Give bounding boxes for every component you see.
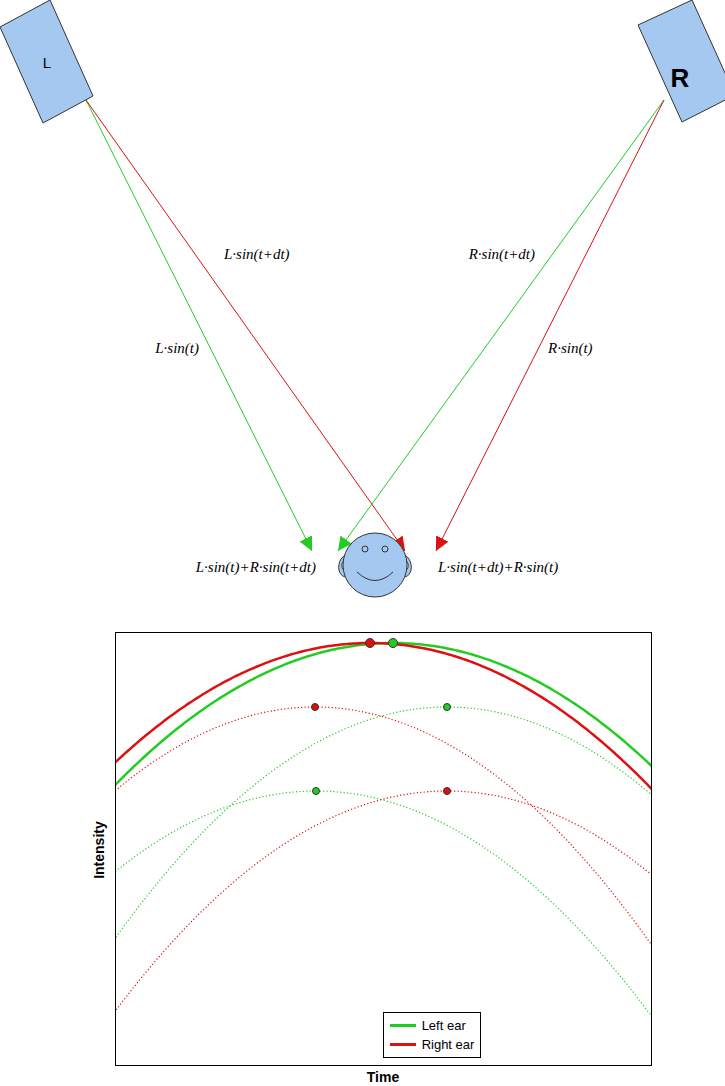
signal-label: L·sin(t+dt) <box>222 246 292 263</box>
signal-rays <box>86 100 664 551</box>
peak-dot <box>313 788 320 795</box>
chart-legend: Left earRight ear <box>383 1012 482 1058</box>
ear-sum-label: L·sin(t)+R·sin(t+dt) <box>194 559 318 576</box>
legend-row: Right ear <box>390 1035 475 1054</box>
peak-dot <box>312 704 319 711</box>
intensity-curve <box>116 707 651 946</box>
speaker-outline <box>635 0 725 124</box>
speaker-box: L <box>0 0 95 124</box>
legend-text: Left ear <box>422 1018 466 1033</box>
ear-sum-label: L·sin(t+dt)+R·sin(t) <box>436 559 560 576</box>
legend-row: Left ear <box>390 1016 475 1035</box>
peak-markers <box>312 639 451 795</box>
speaker-box: R <box>635 0 725 124</box>
intensity-curve <box>116 791 651 1026</box>
signal-label: L·sin(t) <box>153 340 201 357</box>
legend-text: Right ear <box>422 1037 475 1052</box>
intensity-curves <box>116 643 651 1026</box>
speaker-label: L <box>43 55 51 70</box>
legend-swatch <box>390 1024 416 1027</box>
peak-dot <box>366 639 375 648</box>
intensity-curve <box>116 643 651 797</box>
signal-label: R·sin(t+dt) <box>467 246 537 263</box>
peak-dot <box>389 639 398 648</box>
legend-swatch <box>390 1043 416 1046</box>
intensity-curve <box>116 707 651 956</box>
axis-label: Intensity <box>91 821 107 879</box>
peak-dot <box>444 788 451 795</box>
signal-label: R·sin(t) <box>546 340 595 357</box>
speaker-label: R <box>671 65 690 91</box>
peak-dot <box>444 704 451 711</box>
intensity-curve <box>116 791 651 1018</box>
listener-face <box>339 533 412 597</box>
axis-label: Time <box>367 1069 399 1085</box>
